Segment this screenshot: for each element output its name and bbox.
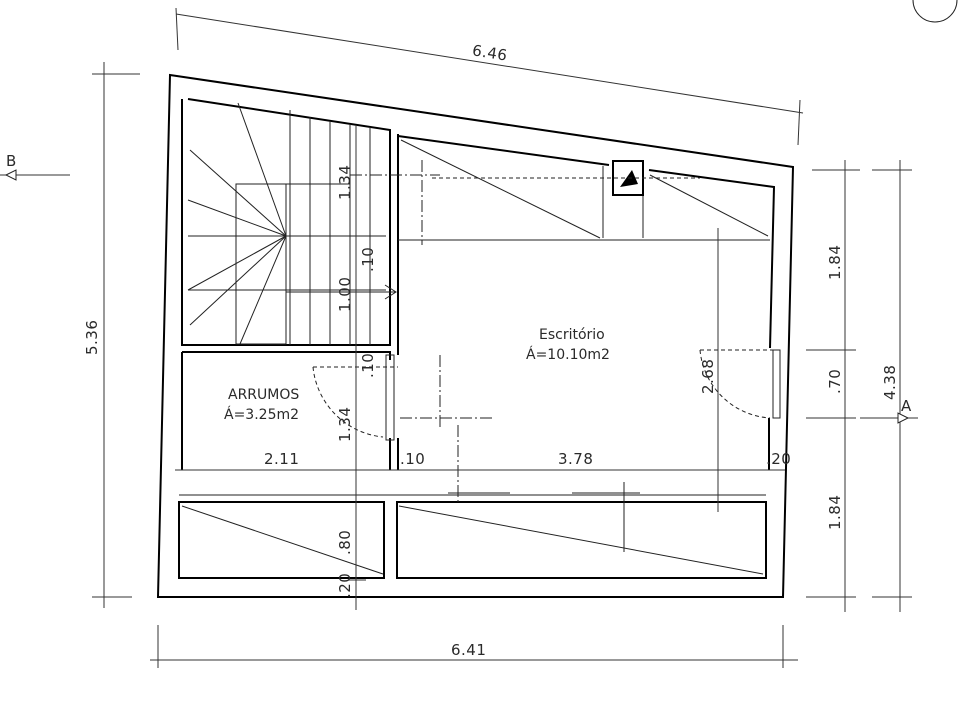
dim-left: 5.36	[83, 320, 101, 355]
dim-lower-depth: .80	[336, 530, 354, 555]
dim-top: 6.46	[471, 41, 509, 64]
section-marker-b: B	[6, 152, 17, 170]
section-markers	[0, 169, 918, 424]
dimension-lines	[92, 7, 912, 668]
dim-stair-gap: .10	[359, 247, 377, 272]
dim-right-upper: 1.84	[826, 245, 844, 280]
stair-well-wall	[181, 98, 391, 346]
dim-wall-mid: .10	[400, 450, 425, 468]
orientation-symbol	[912, 0, 958, 23]
room-area-escritorio: Á=10.10m2	[526, 346, 610, 363]
staircase	[187, 102, 397, 345]
dim-wall-gap: .10	[359, 353, 377, 378]
dim-escritorio-depth: 2.68	[699, 359, 717, 394]
dim-bottom: 6.41	[451, 641, 486, 659]
dim-room-width-left: 2.11	[264, 450, 299, 468]
dim-right-lower: 1.84	[826, 495, 844, 530]
outer-wall	[156, 73, 795, 598]
lower-rooms	[175, 469, 785, 579]
dim-right-mid: .70	[826, 369, 844, 394]
escritorio-walls	[389, 134, 776, 470]
escritorio-details	[312, 139, 781, 552]
dim-room-width-right: 3.78	[558, 450, 593, 468]
dim-stair-upper: 1.34	[336, 165, 354, 200]
dim-right-total: 4.38	[881, 365, 899, 400]
room-name-escritorio: Escritório	[539, 327, 605, 343]
arrumos-walls	[181, 351, 391, 470]
dim-wall-right: .20	[766, 450, 791, 468]
dim-base-wall: .20	[336, 573, 354, 598]
dim-arrumos-depth: 1.34	[336, 407, 354, 442]
section-marker-a: A	[901, 397, 912, 415]
dim-stair-lower: 1.00	[336, 277, 354, 312]
room-area-arrumos: Á=3.25m2	[224, 406, 299, 423]
room-name-arrumos: ARRUMOS	[228, 387, 299, 403]
